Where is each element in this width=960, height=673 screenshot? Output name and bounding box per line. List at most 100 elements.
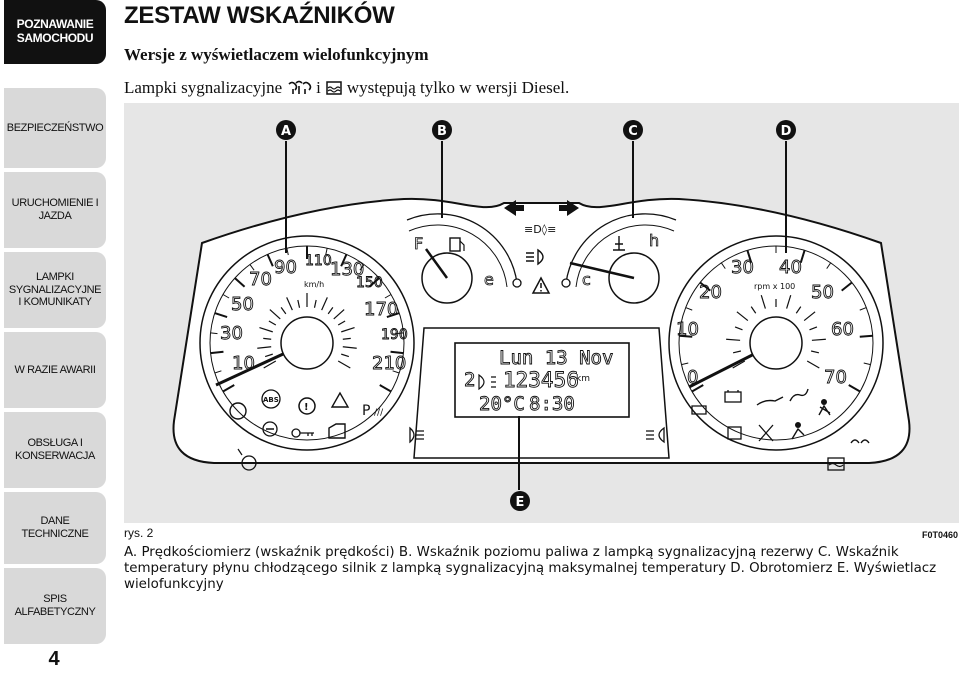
glow-plug-icon [288, 80, 312, 94]
abs-icon: ABS [261, 389, 281, 409]
gauge-tick-mark [249, 264, 255, 271]
tachometer: 0 10 20 30 40 50 60 70 rpm x 100 [668, 235, 884, 451]
speed-tick-label: 130 [330, 259, 364, 280]
note-text-after: występują tylko w wersji Diesel. [346, 78, 570, 97]
warning-triangle-icon [531, 276, 551, 294]
high-beam-icon [526, 248, 544, 266]
turn-right-icon [559, 200, 579, 216]
gauge-tick-mark [386, 312, 400, 318]
gauge-tick-mark [859, 307, 867, 311]
gauge-tick-mark [685, 307, 693, 311]
gauge-inner-tick [736, 311, 749, 322]
gauge-tick-mark [340, 253, 348, 267]
speed-tick-label: 170 [364, 299, 398, 320]
gauge-inner-tick [732, 360, 746, 369]
sidebar-tab-bezpieczenstwo[interactable]: BEZPIECZEŃSTWO [4, 88, 106, 168]
oil-pressure-icon [756, 396, 784, 406]
gauge-inner-tick [811, 338, 826, 341]
sidebar-tab-label: URUCHOMIENIE I JAZDA [11, 197, 99, 222]
gauge-inner-tick [341, 326, 355, 333]
airbag-icon [791, 422, 805, 440]
temp-needle [569, 261, 635, 280]
speed-tick-label: 90 [274, 257, 297, 278]
gauge-tick-mark [368, 277, 380, 288]
instrument-cluster-drawing: 10 30 50 70 90 110 130 150 170 190 210 k… [172, 120, 911, 511]
gauge-inner-tick [313, 299, 317, 308]
tach-scale-ticks [679, 246, 873, 393]
sidebar-tab-label: OBSŁUGA I KONSERWACJA [15, 437, 95, 462]
figure-reference: rys. 2 [124, 526, 154, 540]
temp-hot-label: h [649, 231, 659, 250]
fuel-needle [424, 248, 449, 279]
gauge-inner-tick [734, 326, 743, 331]
gauge-tick-mark [214, 312, 228, 318]
gauge-tick-mark [859, 334, 873, 338]
display-temperature: 20°C [479, 393, 525, 415]
sidebar-tab-spis[interactable]: SPIS ALFABETYCZNY [4, 568, 106, 644]
gauge-tick-mark [720, 262, 726, 269]
sidebar-tab-dane[interactable]: DANE TECHNICZNE [4, 492, 106, 564]
tach-tick-label: 30 [731, 257, 754, 278]
callout-c-label: C [628, 124, 638, 139]
gauge-inner-tick [297, 299, 301, 308]
gauge-tick-mark [266, 253, 274, 267]
figure-caption: A. Prędkościomierz (wskaźnik prędkości) … [124, 545, 937, 592]
brake-warning-icon: ! [298, 397, 316, 415]
seatbelt-icon [818, 399, 831, 416]
gauge-inner-tick [269, 309, 281, 320]
gauge-tick-mark [359, 264, 365, 271]
speed-scale-ticks [210, 246, 404, 393]
gauge-tick-mark [699, 281, 711, 292]
callout-d-label: D [781, 124, 792, 139]
gauge-inner-tick [732, 350, 742, 354]
traction-icon [237, 448, 257, 471]
hazard-icon [330, 391, 350, 408]
gauge-tick-mark [222, 384, 235, 393]
speed-tick-label: 70 [249, 269, 272, 290]
gauge-tick-mark [681, 362, 689, 366]
gauge-inner-tick [280, 307, 287, 315]
gauge-tick-mark [222, 294, 230, 299]
battery-icon [724, 390, 742, 403]
sidebar-tab-lampki[interactable]: LAMPKI SYGNALIZACYJNE I KOMUNIKATY [4, 252, 106, 328]
gauge-inner-tick [264, 353, 273, 358]
gauge-tick-mark [841, 281, 853, 292]
glow-plug-icon [789, 388, 809, 402]
gauge-tick-mark [214, 370, 222, 374]
multifunction-display: Lun 13 Nov 2 123456 km 20°C 8:30 [454, 342, 630, 418]
note-text-before: Lampki sygnalizacyjne [124, 78, 283, 97]
esp-icon [262, 421, 278, 437]
speed-tick-label: 150 [356, 275, 383, 291]
gauge-inner-tick [337, 360, 351, 369]
headlight-level-icon [478, 373, 496, 391]
water-in-fuel-icon [326, 81, 342, 95]
callout-e-label: E [516, 495, 525, 510]
sidebar-tab-poznawanie[interactable]: POZNAWANIE SAMOCHODU [4, 0, 106, 64]
gauge-inner-tick [795, 306, 802, 314]
coolant-temperature-icon [613, 236, 625, 251]
speed-tick-label: 110 [305, 253, 332, 269]
svg-text:!: ! [304, 402, 309, 413]
gauge-tick-mark [691, 384, 704, 393]
temp-cold-label: c [582, 270, 591, 289]
display-odometer: 123456 [503, 368, 579, 392]
callout-b: B [432, 120, 452, 218]
sidebar-tab-awarie[interactable]: W RAZIE AWARII [4, 332, 106, 408]
display-date: Lun 13 Nov [499, 347, 613, 369]
note-text-middle: i [316, 78, 321, 97]
callout-a-label: A [281, 124, 291, 139]
gauge-tick-mark [396, 332, 404, 335]
front-fog-lamp-icon [646, 426, 665, 444]
svg-text:≡D◊≡: ≡D◊≡ [524, 223, 556, 236]
gauge-inner-tick [809, 326, 818, 331]
sidebar-tab-label: DANE TECHNICZNE [21, 515, 89, 540]
section-subtitle: Wersje z wyświetlaczem wielofunkcyjnym [124, 45, 429, 64]
display-odometer-unit: km [576, 374, 590, 384]
tach-tick-label: 50 [811, 282, 834, 303]
position-lights-icon: ≡D◊≡ [524, 223, 556, 236]
tach-tick-label: 40 [779, 257, 802, 278]
sidebar-tab-uruchomienie[interactable]: URUCHOMIENIE I JAZDA [4, 172, 106, 248]
sidebar-tab-obsluga[interactable]: OBSŁUGA I KONSERWACJA [4, 412, 106, 488]
gauge-inner-tick [263, 360, 277, 369]
speed-tick-label: 190 [381, 327, 408, 343]
